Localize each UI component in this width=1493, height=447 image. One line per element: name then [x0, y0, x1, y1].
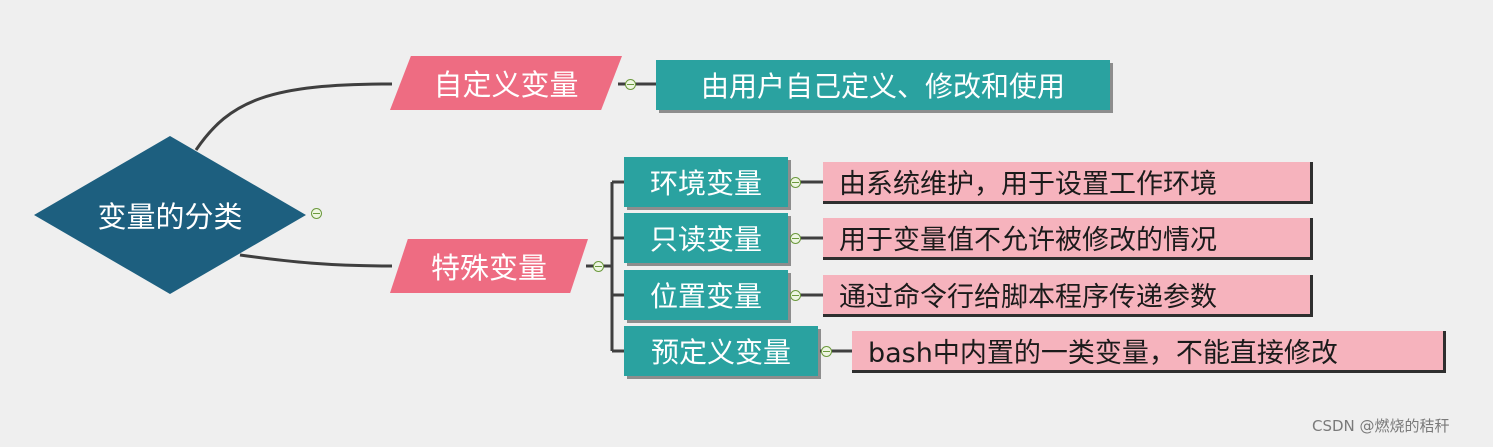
connector-root-special	[239, 253, 393, 268]
position-collapse-handle[interactable]	[790, 290, 801, 301]
connector-root-custom	[194, 82, 393, 151]
special-variable-node[interactable]: 特殊变量	[390, 239, 588, 293]
position-variable-node[interactable]: 位置变量	[624, 270, 788, 320]
env-variable-node[interactable]: 环境变量	[624, 157, 788, 207]
readonly-variable-label: 只读变量	[649, 223, 762, 256]
predefined-variable-label: 预定义变量	[650, 336, 791, 369]
connector-special-bracket	[586, 180, 624, 353]
readonly-variable-description-text: 用于变量值不允许被修改的情况	[839, 225, 1217, 256]
predefined-variable-node[interactable]: 预定义变量	[624, 326, 818, 376]
readonly-variable-description[interactable]: 用于变量值不允许被修改的情况	[823, 218, 1313, 260]
env-variable-description-text: 由系统维护，用于设置工作环境	[839, 169, 1217, 200]
env-variable-label: 环境变量	[649, 167, 762, 200]
special-variable-label: 特殊变量	[430, 251, 547, 285]
root-label: 变量的分类	[97, 200, 243, 234]
custom-variable-node[interactable]: 自定义变量	[390, 56, 622, 110]
position-variable-label: 位置变量	[649, 280, 762, 313]
position-variable-description-text: 通过命令行给脚本程序传递参数	[839, 282, 1217, 313]
special-collapse-handle[interactable]	[593, 261, 604, 272]
custom-variable-description-text: 由用户自己定义、修改和使用	[700, 70, 1065, 103]
predefined-variable-description-text: bash中内置的一类变量，不能直接修改	[868, 338, 1338, 369]
env-collapse-handle[interactable]	[790, 177, 801, 188]
readonly-collapse-handle[interactable]	[790, 233, 801, 244]
env-variable-description[interactable]: 由系统维护，用于设置工作环境	[823, 162, 1313, 204]
custom-variable-label: 自定义变量	[433, 68, 579, 102]
predefined-collapse-handle[interactable]	[821, 346, 832, 357]
custom-collapse-handle[interactable]	[625, 79, 636, 90]
custom-variable-description[interactable]: 由用户自己定义、修改和使用	[656, 60, 1110, 110]
watermark: CSDN @燃烧的秸秆	[1312, 417, 1450, 435]
readonly-variable-node[interactable]: 只读变量	[624, 213, 788, 263]
root-collapse-handle[interactable]	[311, 208, 322, 219]
position-variable-description[interactable]: 通过命令行给脚本程序传递参数	[823, 275, 1313, 317]
predefined-variable-description[interactable]: bash中内置的一类变量，不能直接修改	[852, 331, 1446, 373]
